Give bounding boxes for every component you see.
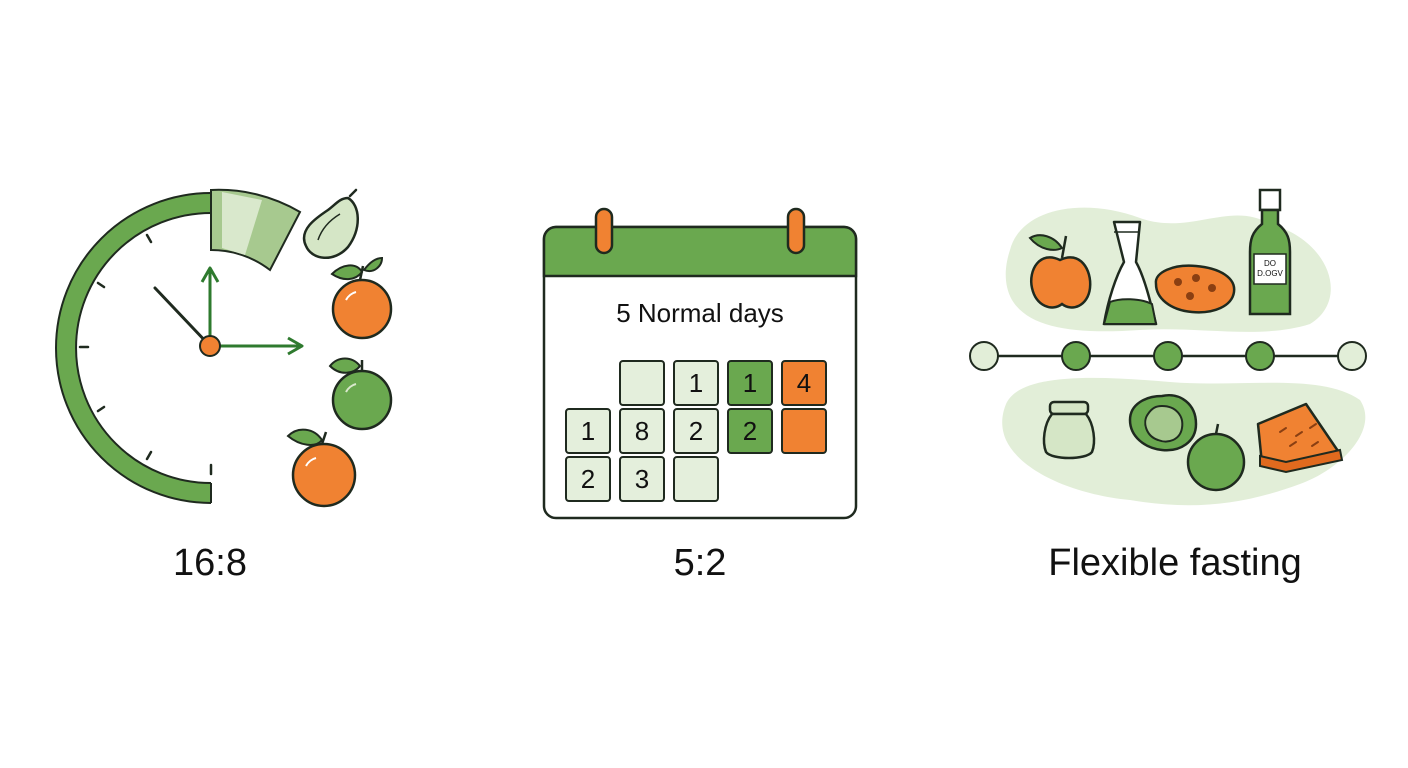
calendar-cell — [781, 408, 827, 454]
calendar-cell — [619, 360, 665, 406]
pear-icon — [302, 188, 359, 259]
calendar-cell-number: 8 — [635, 416, 649, 446]
calendar-grid: 1 1 4 1 8 2 2 2 3 — [565, 360, 827, 502]
bottle-icon: DO D.OGV — [1248, 188, 1292, 316]
panel-5-2: 5 Normal days 1 1 4 1 8 2 2 2 3 5:2 — [470, 0, 940, 768]
caption-5-2: 5:2 — [673, 542, 727, 584]
bottle-label-line-2: D.OGV — [1257, 269, 1283, 278]
calendar-ring-left — [594, 207, 614, 255]
calendar-cell: 8 — [619, 408, 665, 454]
caption-flexible: Flexible fasting — [1048, 542, 1302, 584]
calendar-cell — [673, 456, 719, 502]
calendar-illustration: 5 Normal days 1 1 4 1 8 2 2 2 3 — [542, 207, 858, 520]
calendar-header-bar — [542, 225, 858, 278]
clock-illustration — [55, 188, 393, 508]
clock-ticks — [78, 233, 213, 476]
calendar-cell-number: 1 — [581, 416, 595, 446]
panel-16-8: 16:8 — [0, 0, 470, 768]
calendar-cell-number: 4 — [797, 368, 811, 398]
calendar-cell-number: 2 — [743, 416, 757, 446]
calendar-cell-number: 2 — [689, 416, 703, 446]
clock-hands — [153, 266, 304, 357]
orange-fruit-icon — [330, 256, 393, 340]
calendar-cell: 2 — [565, 456, 611, 502]
calendar-cell: 1 — [673, 360, 719, 406]
panel-flexible: DO D.OGV Flexible — [940, 0, 1408, 768]
calendar-cell: 3 — [619, 456, 665, 502]
calendar-cell: 4 — [781, 360, 827, 406]
calendar-header-text: 5 Normal days — [616, 298, 784, 328]
fasting-arc — [56, 193, 212, 503]
flexible-illustration: DO D.OGV — [969, 188, 1367, 506]
green-apple-icon — [328, 357, 393, 431]
calendar-cell-number: 2 — [581, 464, 595, 494]
calendar-cell: 2 — [727, 408, 773, 454]
bottle-label-line-1: DO — [1264, 259, 1276, 268]
caption-16-8: 16:8 — [173, 542, 247, 584]
timeline — [969, 341, 1367, 371]
cookie-icon — [1154, 264, 1236, 314]
calendar-cell: 1 — [727, 360, 773, 406]
calendar-cell: 1 — [565, 408, 611, 454]
calendar-cell-number: 1 — [743, 368, 757, 398]
calendar-ring-right — [786, 207, 806, 255]
calendar-cell-number: 3 — [635, 464, 649, 494]
calendar-cell: 2 — [673, 408, 719, 454]
bread-icon — [1256, 402, 1344, 474]
jar-icon — [1042, 400, 1096, 460]
green-tomato-icon — [1186, 423, 1246, 492]
cabbage-icon — [1128, 393, 1198, 452]
apple-icon — [1028, 234, 1092, 309]
calendar-cell-number: 1 — [689, 368, 703, 398]
orange-fruit-icon-2 — [286, 428, 357, 508]
glass-icon — [1102, 220, 1158, 326]
